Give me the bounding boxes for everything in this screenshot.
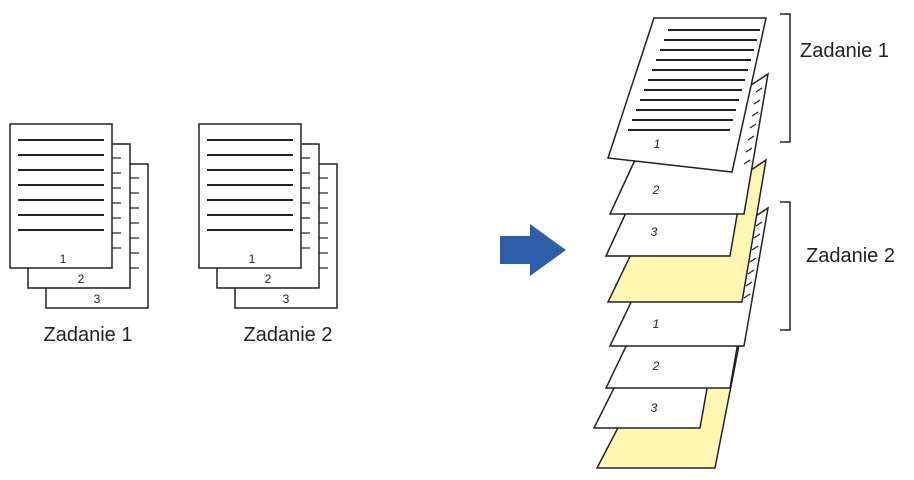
job1-page-1-number: 1 (60, 252, 67, 266)
output-stack: 3 2 1 (592, 17, 770, 469)
out-job2-label: Zadanie 2 (806, 245, 895, 267)
out-job1-page-2-number: 2 (652, 183, 660, 197)
out-job1-page-3-number: 3 (651, 225, 658, 239)
job2-bracket (780, 201, 791, 331)
out-job1-label: Zadanie 1 (800, 40, 889, 62)
out-job1-page-1: 1 (606, 17, 767, 173)
job1-page-2-number: 2 (78, 272, 85, 286)
job1-label: Zadanie 1 (44, 324, 133, 346)
out-job2-page-3-number: 3 (651, 401, 658, 415)
job2-page-1-number: 1 (249, 252, 256, 266)
job2-page-2-number: 2 (265, 272, 272, 286)
job1-bracket (780, 13, 791, 143)
job2-page-3-number: 3 (283, 292, 290, 306)
out-job2-page-2-number: 2 (652, 359, 660, 373)
job1-page-3-number: 3 (94, 292, 101, 306)
job1-page-1: 1 (9, 123, 113, 269)
out-job1-page-1-number: 1 (654, 137, 661, 151)
arrow-right-icon (500, 224, 566, 276)
job2-page-1: 1 (198, 123, 302, 269)
job2-stack: 3 2 1 Zadanie 2 (198, 123, 338, 346)
out-job2-page-1-number: 1 (653, 317, 660, 331)
job2-label: Zadanie 2 (244, 324, 333, 346)
job1-stack: 3 2 1 Zadanie 1 (9, 123, 149, 346)
